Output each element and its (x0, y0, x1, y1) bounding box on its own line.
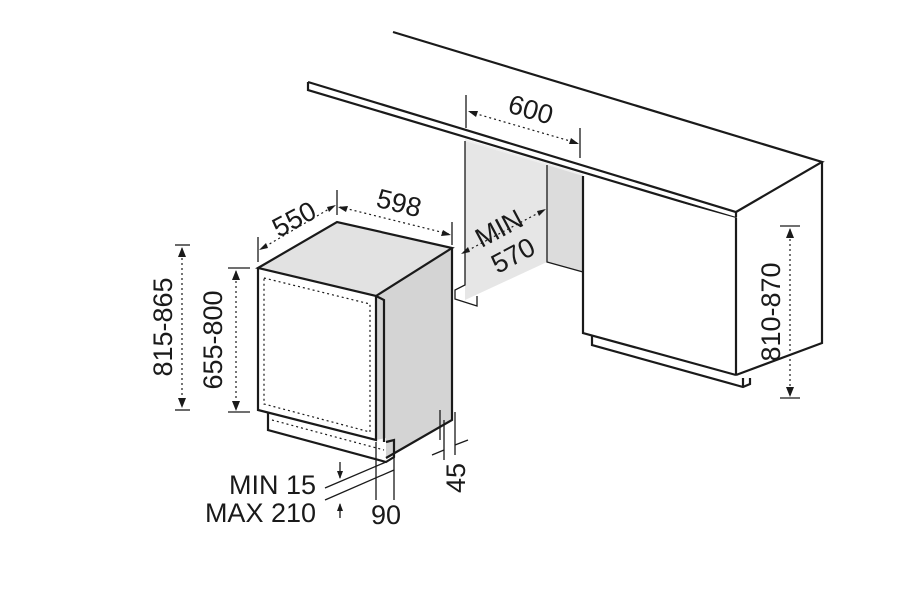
countertop (306, 30, 825, 220)
label-overall-height: 815-865 (148, 277, 178, 376)
label-cabinet-height: 810-870 (756, 262, 786, 361)
label-offset: 45 (441, 463, 471, 493)
dim-cabinet-height (780, 225, 800, 399)
dim-niche-min (461, 209, 546, 254)
label-cabinet-width: 600 (505, 89, 557, 130)
dim-overall-height (175, 244, 190, 411)
label-plinth-depth: 90 (371, 500, 401, 530)
dim-plinth-depth (375, 442, 395, 500)
dim-depth (257, 190, 338, 262)
label-plinth-min: MIN 15 (229, 470, 316, 500)
label-door-height: 655-800 (198, 290, 228, 389)
dishwasher (255, 220, 455, 464)
dim-cabinet-width (465, 95, 581, 158)
dim-door-height (228, 267, 250, 413)
right-cabinet (581, 162, 824, 389)
cabinet-niche (454, 139, 584, 307)
dim-width (338, 206, 453, 245)
label-plinth-max: MAX 210 (205, 498, 316, 528)
dim-offset (431, 412, 469, 460)
label-width: 598 (374, 183, 425, 223)
dim-plinth (324, 461, 395, 518)
